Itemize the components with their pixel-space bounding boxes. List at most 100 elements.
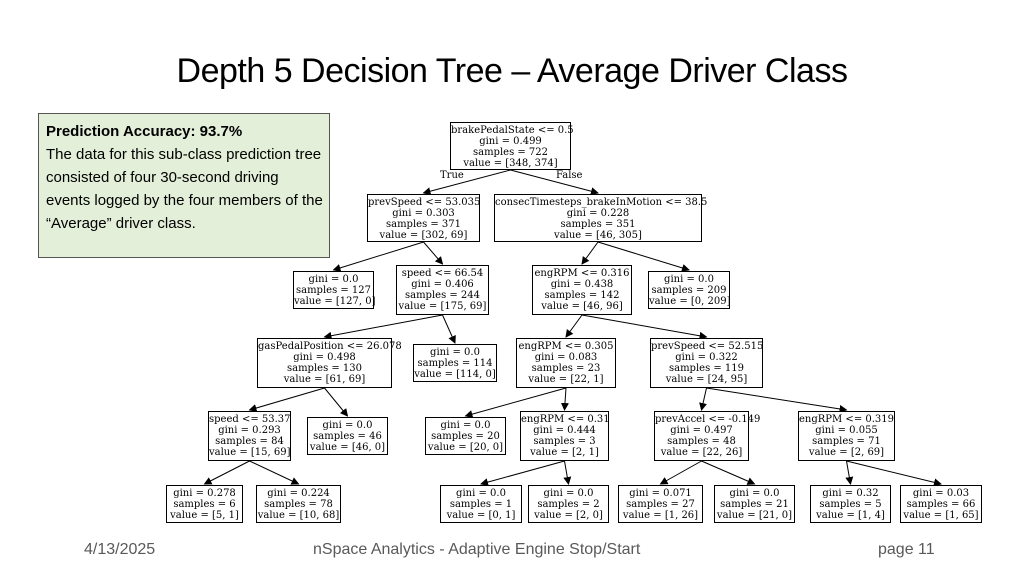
node-line: gini = 0.438 — [550, 279, 614, 290]
node-line: value = [46, 305] — [554, 230, 642, 241]
footer-page: page 11 — [878, 541, 935, 558]
tree-edge-n2-n5 — [581, 241, 599, 265]
node-line: speed <= 66.54 — [401, 268, 484, 279]
node-line: gini = 0.278 — [173, 488, 236, 499]
node-line: gini = 0.499 — [479, 136, 542, 147]
tree-edge-n11-n18 — [249, 460, 300, 485]
node-line: value = [175, 69] — [398, 301, 487, 312]
footer-title: nSpace Analytics - Adaptive Engine Stop/… — [313, 541, 641, 558]
node-line: samples = 722 — [472, 147, 549, 158]
node-line: gini = 0.0 — [430, 347, 480, 358]
node-line: value = [1, 26] — [622, 510, 699, 521]
node-line: gini = 0.055 — [815, 425, 878, 436]
tree-edge-n1-n3 — [332, 241, 424, 272]
node-line: engRPM <= 0.316 — [534, 268, 630, 279]
tree-edge-n16-n24 — [846, 460, 942, 487]
node-line: gini = 0.0 — [729, 488, 780, 499]
node-line: value = [127, 0] — [294, 296, 376, 307]
node-line: gini = 0.03 — [912, 488, 970, 499]
node-line: value = [302, 69] — [379, 230, 468, 241]
node-line: gini = 0.0 — [456, 488, 506, 499]
info-text: The data for this sub-class prediction t… — [46, 146, 323, 232]
node-line: value = [46, 96] — [541, 301, 623, 312]
node-line: value = [2, 0] — [534, 510, 603, 521]
node-line: speed <= 53.37 — [209, 414, 291, 425]
tree-edge-n16-n23 — [845, 460, 854, 485]
node-line: samples = 130 — [286, 363, 363, 374]
node-line: samples = 23 — [531, 363, 601, 374]
node-line: value = [10, 68] — [257, 510, 340, 521]
node-line: samples = 142 — [544, 290, 620, 301]
node-line: samples = 1 — [449, 499, 513, 510]
node-line: samples = 20 — [431, 431, 500, 442]
tree-edge-n9-n14 — [560, 387, 569, 411]
node-line: value = [15, 69] — [209, 447, 291, 458]
info-box: Prediction Accuracy: 93.7% The data for … — [38, 113, 330, 258]
node-line: samples = 66 — [906, 499, 976, 510]
node-line: gini = 0.293 — [218, 425, 281, 436]
node-line: engRPM <= 0.305 — [518, 341, 614, 352]
node-line: samples = 244 — [404, 290, 481, 301]
node-line: value = [0, 209] — [649, 296, 731, 307]
tree-edge-n15-n22 — [701, 460, 756, 485]
node-line: gasPedalPosition <= 26.078 — [258, 341, 402, 352]
node-line: value = [1, 65] — [903, 510, 979, 521]
node-line: samples = 114 — [417, 358, 493, 369]
tree-edge-n7-n11 — [248, 387, 325, 412]
node-line: value = [5, 1] — [170, 510, 239, 521]
node-line: gini = 0.497 — [670, 425, 733, 436]
node-line: gini = 0.303 — [392, 208, 455, 219]
node-line: gini = 0.228 — [566, 208, 630, 219]
node-line: value = [22, 26] — [660, 447, 743, 458]
node-line: gini = 0.0 — [308, 274, 359, 285]
tree-edge-n0-n1 — [422, 169, 511, 196]
node-line: value = [114, 0] — [414, 369, 496, 380]
tree-edge-n9-n13 — [464, 387, 567, 418]
node-line: samples = 127 — [295, 285, 372, 296]
node-line: brakePedalState <= 0.5 — [451, 125, 574, 136]
tree-edge-n4-n8 — [442, 314, 456, 344]
node-line: gini = 0.32 — [822, 488, 879, 499]
tree-edge-n5-n10 — [581, 314, 708, 340]
node-line: value = [21, 0] — [716, 510, 793, 521]
tree-edge-n4-n7 — [323, 314, 443, 340]
node-line: value = [22, 1] — [528, 374, 604, 385]
node-line: value = [61, 69] — [283, 374, 366, 385]
tree-edge-n15-n21 — [659, 460, 702, 485]
tree-edge-n2-n6 — [597, 241, 690, 272]
node-line: value = [20, 0] — [427, 442, 504, 453]
node-line: value = [46, 0] — [309, 442, 386, 453]
node-line: gini = 0.0 — [440, 420, 491, 431]
edge-label-true: True — [440, 170, 464, 181]
node-line: samples = 2 — [537, 499, 600, 510]
node-line: samples = 78 — [264, 499, 333, 510]
node-line: samples = 5 — [819, 499, 882, 510]
tree-edge-n10-n15 — [699, 387, 707, 411]
node-line: value = [348, 374] — [463, 158, 558, 169]
tree-edge-n7-n12 — [324, 387, 349, 417]
node-line: gini = 0.322 — [675, 352, 738, 363]
node-line: gini = 0.0 — [322, 420, 373, 431]
node-line: samples = 48 — [667, 436, 736, 447]
tree-edge-n11-n17 — [203, 460, 250, 485]
node-line: samples = 351 — [560, 219, 636, 230]
tree-edge-n14-n20 — [563, 460, 572, 485]
tree-edge-n1-n4 — [423, 241, 444, 265]
node-line: samples = 71 — [812, 436, 881, 447]
